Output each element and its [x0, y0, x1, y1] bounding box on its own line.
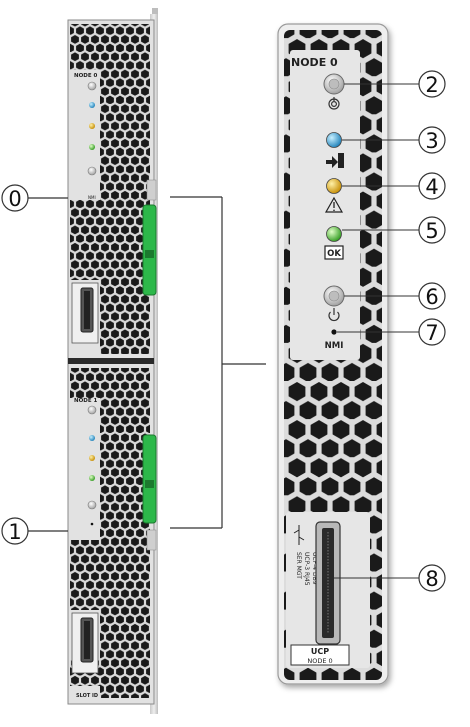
callout-1: 1 — [1, 517, 68, 545]
lower-vent-grill — [100, 368, 150, 698]
fault-led-small-n1 — [89, 455, 95, 461]
callout-circle-4 — [418, 172, 446, 200]
power-button-icon — [328, 308, 340, 322]
callout-number-7: 7 — [425, 321, 438, 345]
upper-mid-vent — [70, 200, 100, 280]
locator-button-small[interactable] — [87, 81, 97, 91]
callout-number-4: 4 — [425, 175, 438, 199]
ucp-label-box — [290, 644, 350, 666]
nmi-label-small: NMI — [88, 195, 96, 200]
locator-button-small-n1[interactable] — [87, 405, 97, 415]
callout-circle-8 — [418, 564, 446, 592]
ready-to-remove-icon — [326, 153, 344, 168]
ok-label: OK — [327, 249, 341, 259]
port-label-ser-mgt: SER MGT — [295, 552, 302, 579]
hinge-upper — [146, 179, 157, 201]
ucp-connector-slot-small — [84, 291, 90, 329]
release-latch-lower[interactable] — [142, 434, 157, 524]
locator-button-cap — [328, 78, 340, 90]
upper-left-vent — [70, 24, 100, 70]
indicator-strip — [290, 50, 360, 360]
lower-left-vent — [70, 368, 100, 398]
callout-6: 6 — [344, 282, 446, 310]
power-button-small-n1[interactable] — [87, 500, 97, 510]
node-divider — [68, 358, 154, 364]
locator-icon — [328, 97, 340, 110]
lower-mid-vent — [70, 540, 100, 610]
ok-to-remove-led-small — [89, 102, 95, 108]
callout-circle-5 — [418, 216, 446, 244]
ok-to-remove-led — [326, 132, 342, 148]
callout-number-5: 5 — [425, 219, 438, 243]
power-ok-led-small-n1 — [89, 475, 95, 481]
callout-8: 8 — [334, 564, 446, 592]
node1-label-small: NODE 1 — [74, 398, 98, 404]
callout-number-3: 3 — [425, 129, 438, 153]
latch-grip-upper — [145, 250, 154, 258]
power-ok-led-small — [89, 144, 95, 150]
usb-icon — [293, 525, 305, 545]
callout-circle-3 — [418, 126, 446, 154]
port-label-ucp3: UCP-3 RJ45 — [303, 552, 310, 586]
ok-to-remove-led-small-n1 — [89, 435, 95, 441]
callout-circle-7 — [418, 318, 446, 346]
callout-number-1: 1 — [8, 520, 21, 544]
power-ok-icon: OK — [324, 245, 344, 260]
upper-vent-grill — [100, 24, 150, 354]
node0-label: NODE 0 — [291, 56, 338, 69]
callout-number-2: 2 — [425, 73, 438, 97]
zoom-bracket — [170, 196, 266, 529]
nmi-pinhole[interactable] — [331, 329, 337, 335]
callout-0: 0 — [1, 184, 68, 212]
ucp-node-label: NODE 0 — [307, 657, 332, 665]
fault-led — [326, 178, 342, 194]
power-button-cap — [328, 290, 340, 302]
ucp-label: UCP — [311, 647, 329, 656]
ucp-connector-slot-small-n1 — [84, 621, 90, 659]
nmi-pinhole-small-n1[interactable] — [90, 522, 94, 526]
latch-grip-lower — [145, 480, 154, 488]
callout-circle-0 — [1, 184, 29, 212]
fault-warning-icon — [324, 196, 344, 213]
fault-led-small — [89, 123, 95, 129]
callout-7: 7 — [337, 318, 446, 346]
nmi-label: NMI — [325, 341, 344, 351]
power-ok-led — [326, 226, 342, 242]
callout-circle-2 — [418, 70, 446, 98]
power-button-small[interactable] — [87, 166, 97, 176]
callout-5: 5 — [342, 216, 446, 244]
slot-id-label: SLOT ID — [76, 693, 98, 699]
node0-front-panel-content: NODE 0 OK — [284, 30, 382, 680]
callout-number-0: 0 — [8, 187, 21, 211]
callout-circle-1 — [1, 517, 29, 545]
callout-4: 4 — [342, 172, 446, 200]
callout-3: 3 — [342, 126, 446, 154]
callout-number-6: 6 — [425, 285, 438, 309]
callout-2: 2 — [344, 70, 446, 98]
hinge-lower — [146, 529, 157, 551]
node0-label-small: NODE 0 — [74, 73, 98, 79]
callout-circle-6 — [418, 282, 446, 310]
port-label-ucp4: UCP-4 DB9 — [311, 552, 318, 585]
callout-number-8: 8 — [425, 567, 438, 591]
blade-module: NODE 0 NMI NODE 1 SLOT ID — [67, 8, 158, 714]
